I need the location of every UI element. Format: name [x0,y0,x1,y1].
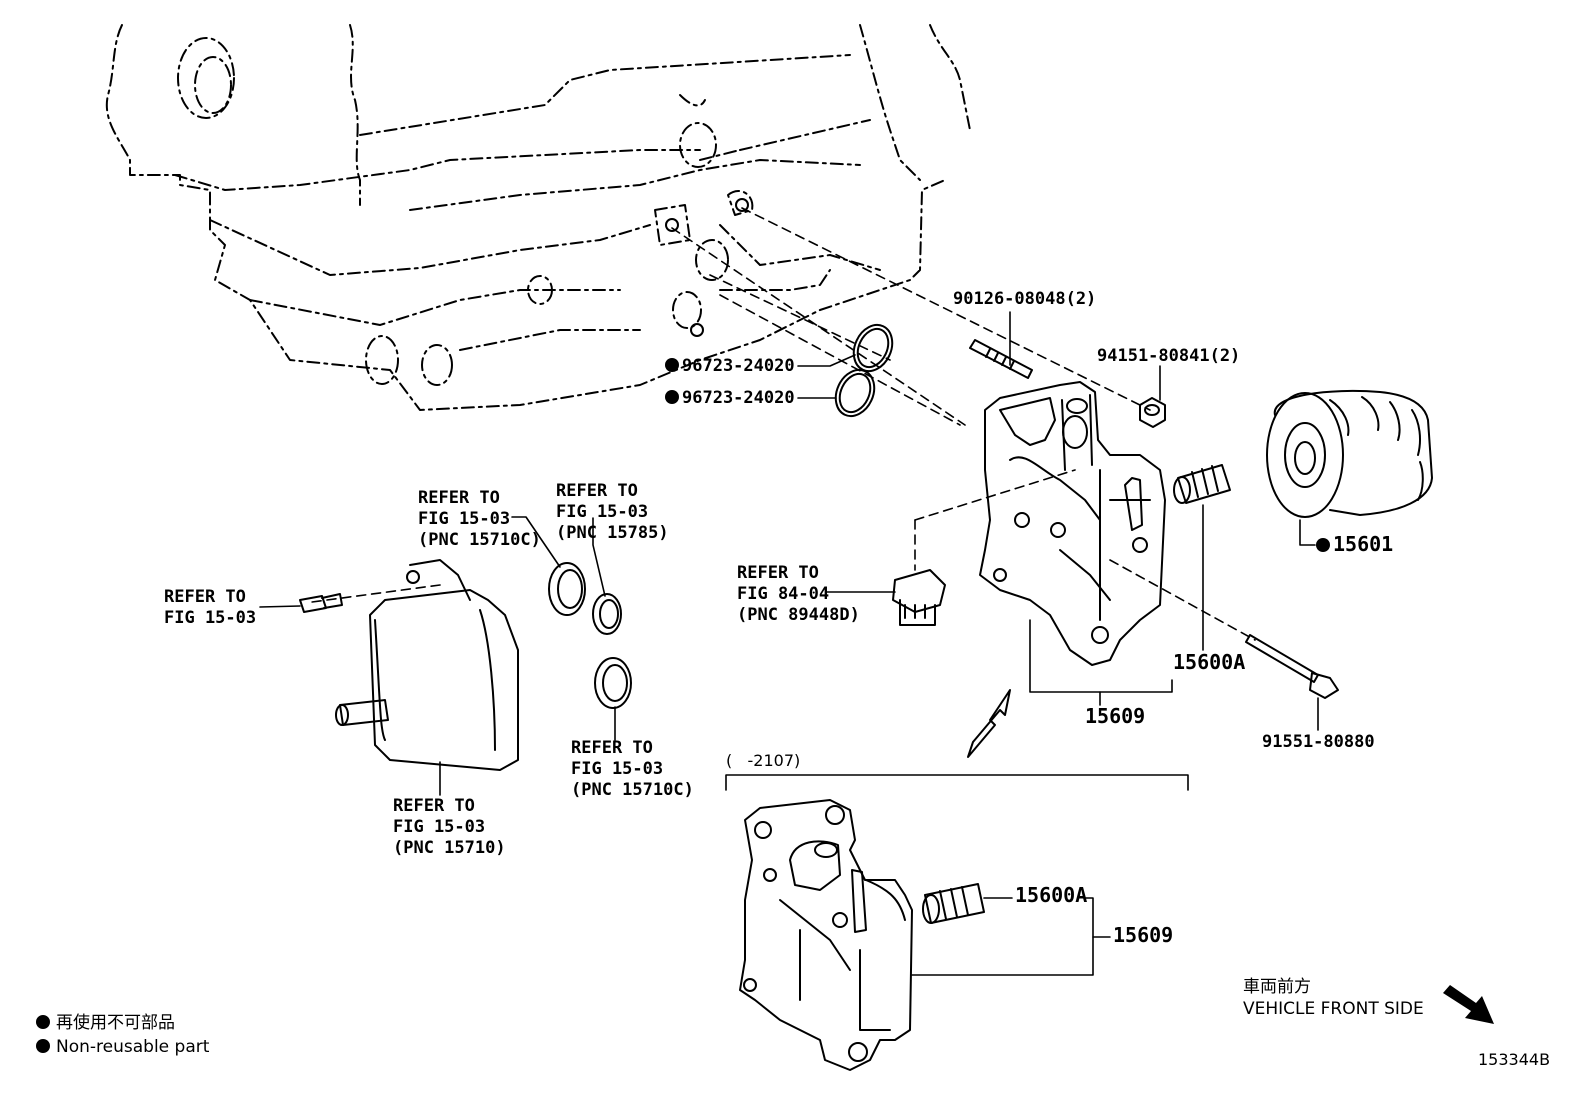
part-label-o-ring-2[interactable]: 96723-24020 [665,388,795,409]
ref-cooler[interactable]: REFER TO FIG 15-03 (PNC 15710) [393,796,506,859]
ref-pnc: (PNC 15710) [393,838,506,858]
ref-line: FIG 84-04 [737,584,830,604]
part-label-nut[interactable]: 94151-80841(2) [1097,346,1241,366]
legend-en-text: Non-reusable part [56,1037,210,1057]
ref-line: REFER TO [571,738,653,758]
ref-sensor[interactable]: REFER TO FIG 84-04 (PNC 89448D) [737,563,860,626]
part-label-bracket[interactable]: 15609 [1085,704,1146,728]
ref-pnc: (PNC 15710C) [418,530,541,550]
ref-line: FIG 15-03 [393,817,486,837]
orientation-jp: 車両前方 [1243,977,1311,997]
ref-pnc: (PNC 15785) [556,523,669,543]
ref-line: FIG 15-03 [556,502,649,522]
part-label-bolt[interactable]: 91551-80880 [1262,732,1375,752]
ref-cooler-gasket[interactable]: REFER TO FIG 15-03 (PNC 15710C) [418,488,541,551]
non-reusable-dot-icon [36,1039,50,1053]
mount-hole [690,323,704,337]
oil-filter [1266,389,1433,518]
part-label-o-ring-1[interactable]: 96723-24020 [665,356,795,377]
ref-ring-lower[interactable]: REFER TO FIG 15-03 (PNC 15710C) [571,738,694,801]
ref-line: REFER TO [737,563,819,583]
oil-cooler [335,559,519,771]
leader-lines [259,311,1319,976]
union-fitting [1173,464,1231,504]
vehicle-front-arrow [1443,985,1494,1024]
oil-filter-bracket-variant [739,799,913,1071]
legend-jp-text: 再使用不可部品 [56,1013,175,1033]
ring-gasket-3 [594,657,632,709]
ref-line: FIG 15-03 [418,509,511,529]
ref-ring-15785[interactable]: REFER TO FIG 15-03 (PNC 15785) [556,481,669,544]
engine-block [105,24,971,411]
oil-filter-bracket [979,381,1166,666]
ref-line: REFER TO [418,488,500,508]
variant-range-label: ( -2107) [726,751,801,770]
part-label-oil-filter[interactable]: 15601 [1316,534,1393,555]
ring-gasket-1 [548,562,586,616]
union-fitting-variant [922,883,985,924]
figure-id: 153344B [1478,1050,1551,1069]
part-label-union[interactable]: 15600A [1173,650,1246,674]
part-label-bracket-variant[interactable]: 15609 [1113,923,1174,947]
cooler-bolt [299,593,343,613]
ref-line: REFER TO [164,587,246,607]
ref-line: REFER TO [393,796,475,816]
ring-gasket-2 [592,593,622,635]
o-ring-lower [834,368,876,418]
mount-hole [665,218,679,232]
mount-hole [735,198,749,212]
ref-pnc: (PNC 15710C) [571,780,694,800]
oil-pressure-sensor [892,569,946,626]
legend-jp: 再使用不可部品 [36,1012,175,1034]
non-reusable-dot-icon [36,1015,50,1029]
bracket-bolt [1245,634,1339,699]
part-label-stud[interactable]: 90126-08048(2) [953,289,1097,309]
ref-pnc: (PNC 89448D) [737,605,860,625]
detail-arrow [967,689,1011,758]
part-label-union-variant[interactable]: 15600A [1015,883,1088,907]
stud-bolt [969,339,1033,379]
legend-en: Non-reusable part [36,1036,209,1058]
ref-line: FIG 15-03 [571,759,664,779]
orientation-en: VEHICLE FRONT SIDE [1243,999,1424,1019]
ref-bolt-left[interactable]: REFER TO FIG 15-03 [164,587,256,629]
nut [1139,397,1166,428]
ref-line: FIG 15-03 [164,608,257,628]
ref-line: REFER TO [556,481,638,501]
assembly-lines [311,207,1256,641]
